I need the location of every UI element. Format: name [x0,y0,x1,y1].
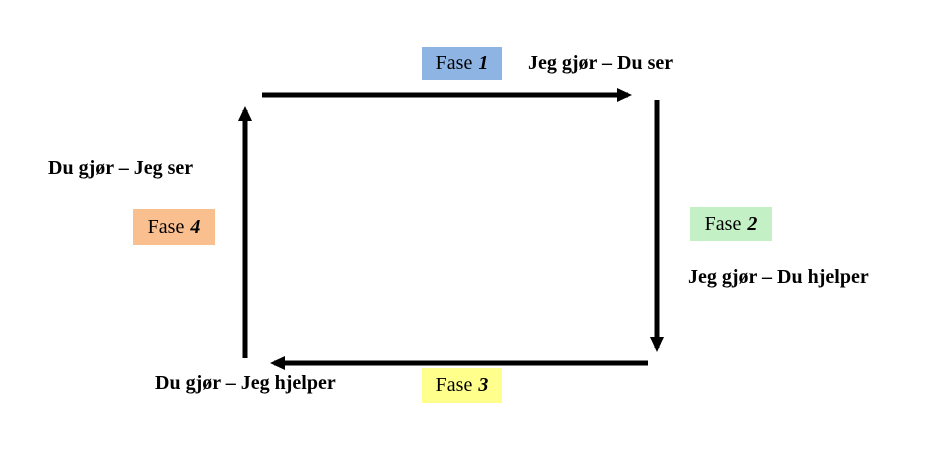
phase-2-description: Jeg gjør – Du hjelper [688,266,869,288]
phase-1-number: 1 [478,52,489,74]
phase-1-label: Fase [435,52,473,74]
phase-3-number: 3 [478,374,489,396]
phase-2-number: 2 [747,212,758,235]
phase-1-description: Jeg gjør – Du ser [528,52,674,74]
phase-4-label: Fase [147,215,185,238]
phase-3-label: Fase [435,374,473,396]
phase-3-description: Du gjør – Jeg hjelper [155,372,336,394]
phase-4-number: 4 [190,215,201,238]
phase-2-label: Fase [704,212,742,235]
phase-4-description: Du gjør – Jeg ser [48,157,194,179]
